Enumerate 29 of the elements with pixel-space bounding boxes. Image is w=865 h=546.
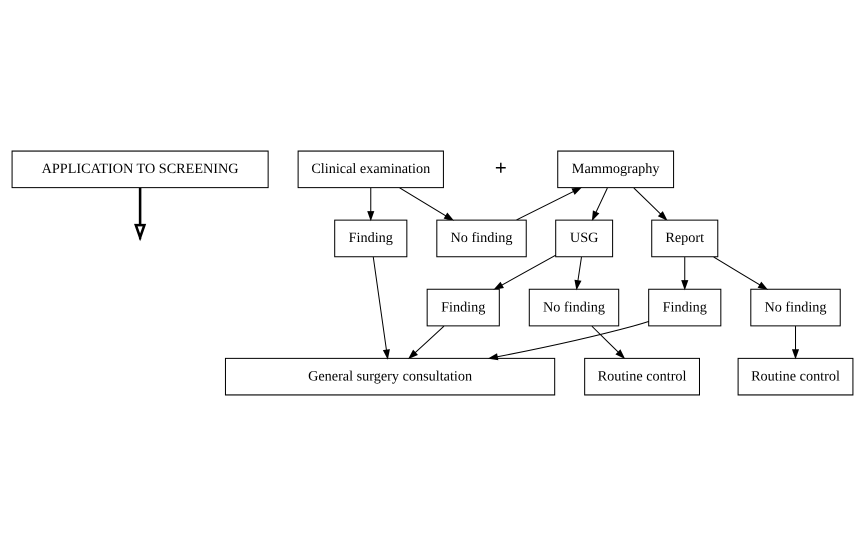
- arrow: [488, 321, 649, 360]
- arrow: [367, 188, 374, 222]
- node-box: No finding: [528, 288, 620, 326]
- arrow: [592, 326, 626, 359]
- arrow: [372, 256, 390, 360]
- arrow: [574, 257, 582, 290]
- node-box: Report: [651, 220, 718, 258]
- arrow: [493, 254, 556, 290]
- arrow: [516, 187, 582, 221]
- arrow: [633, 188, 668, 221]
- label: +: [494, 157, 507, 180]
- node-box: General surgery consultation: [224, 358, 556, 396]
- arrow: [592, 188, 608, 222]
- node-box: Clinical examination: [298, 150, 444, 188]
- node-box: Mammography: [557, 150, 674, 188]
- node-box: Finding: [334, 220, 408, 258]
- node-box: No finding: [436, 220, 527, 258]
- arrow: [792, 326, 800, 360]
- node-box: Routine control: [584, 358, 700, 396]
- arrow: [399, 187, 454, 221]
- node-box: APPLICATION TO SCREENING: [12, 150, 269, 188]
- node-box: Routine control: [738, 358, 854, 396]
- node-box: Finding: [426, 288, 500, 326]
- node-box: USG: [555, 220, 614, 258]
- node-box: Finding: [648, 288, 722, 326]
- arrow: [408, 326, 444, 360]
- arrow: [681, 257, 688, 290]
- arrow: [713, 256, 768, 290]
- node-box: No finding: [750, 288, 841, 326]
